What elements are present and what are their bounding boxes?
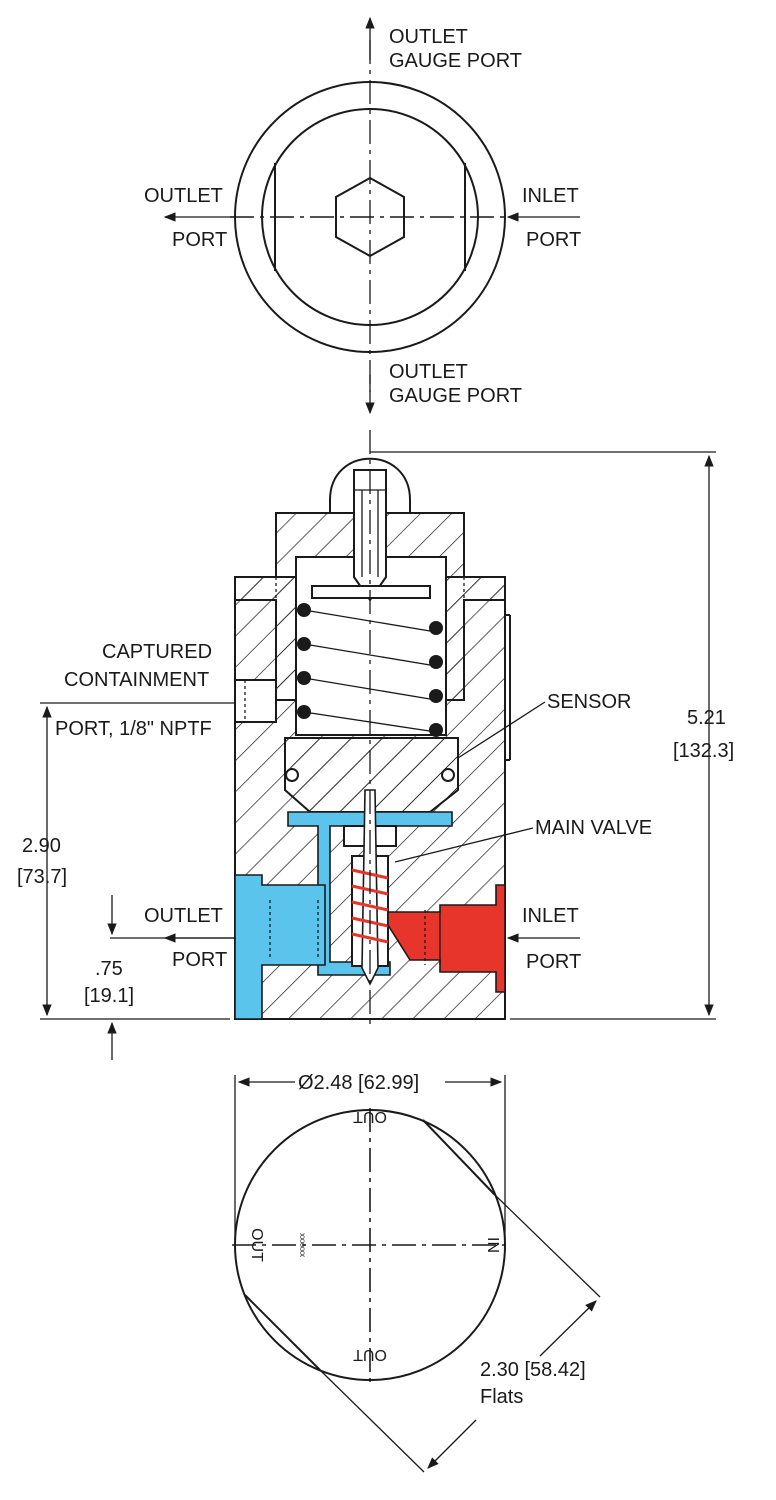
top-inlet-label-1: INLET [522,185,579,207]
in-right-mark: IN [484,1237,501,1253]
spring-seat [311,585,431,599]
flat-lower [244,1294,321,1371]
containment-port [234,679,277,723]
sensor-leader [457,701,546,759]
o-ring-right [441,768,455,782]
sensor-label: SENSOR [547,691,631,713]
bottom-gauge-label-1: OUTLET [389,361,468,383]
diameter-label: Ø2.48 [62.99] [298,1072,419,1094]
flats-label: Flats [480,1386,523,1408]
containment-label-2: CONTAINMENT [64,669,209,691]
inlet-fitting [387,884,506,993]
main-valve-leader [394,827,534,863]
spring [297,603,443,737]
bottom-gauge-label-2: GAUGE PORT [389,385,522,407]
out-bottom-mark: OUT [353,1346,387,1363]
overall-height-value: 5.21 [687,707,726,729]
section-inlet-label-2: PORT [526,951,581,973]
top-gauge-label-2: GAUGE PORT [389,50,522,72]
port-height-metric: [19.1] [84,985,134,1007]
section-outlet-label-2: PORT [172,949,227,971]
out-left-mark: OUT [248,1228,265,1262]
o-ring-left [285,768,299,782]
outlet-flow-path [287,811,453,976]
flat-upper [422,1119,496,1196]
top-view: OUTLET GAUGE PORT OUTLET GAUGE PORT OUTL… [144,16,581,415]
containment-height-value: 2.90 [22,835,61,857]
section-outlet-label-1: OUTLET [144,905,223,927]
section-inlet-label-1: INLET [522,905,579,927]
top-outlet-label-1: OUTLET [144,185,223,207]
flats-value: 2.30 [58.42] [480,1359,586,1381]
main-valve-label: MAIN VALVE [535,817,652,839]
top-outlet-label-2: PORT [172,229,227,251]
top-gauge-label-1: OUTLET [389,26,468,48]
overall-height-metric: [132.3] [673,740,734,762]
section-view: CAPTURED CONTAINMENT PORT, 1/8" NPTF SEN… [17,430,734,1060]
out-top-mark: OUT [353,1108,387,1125]
outlet-fitting [234,874,326,1020]
bottom-view: Ø2.48 [62.99] 2.30 [58.42] Flats OUT OUT… [232,1072,601,1473]
containment-label-1: CAPTURED [102,641,212,663]
containment-height-metric: [73.7] [17,866,67,888]
top-inlet-label-2: PORT [526,229,581,251]
serial-mark: xxxxxx [298,1233,307,1257]
port-height-value: .75 [95,958,123,980]
containment-label-3: PORT, 1/8" NPTF [55,718,212,740]
